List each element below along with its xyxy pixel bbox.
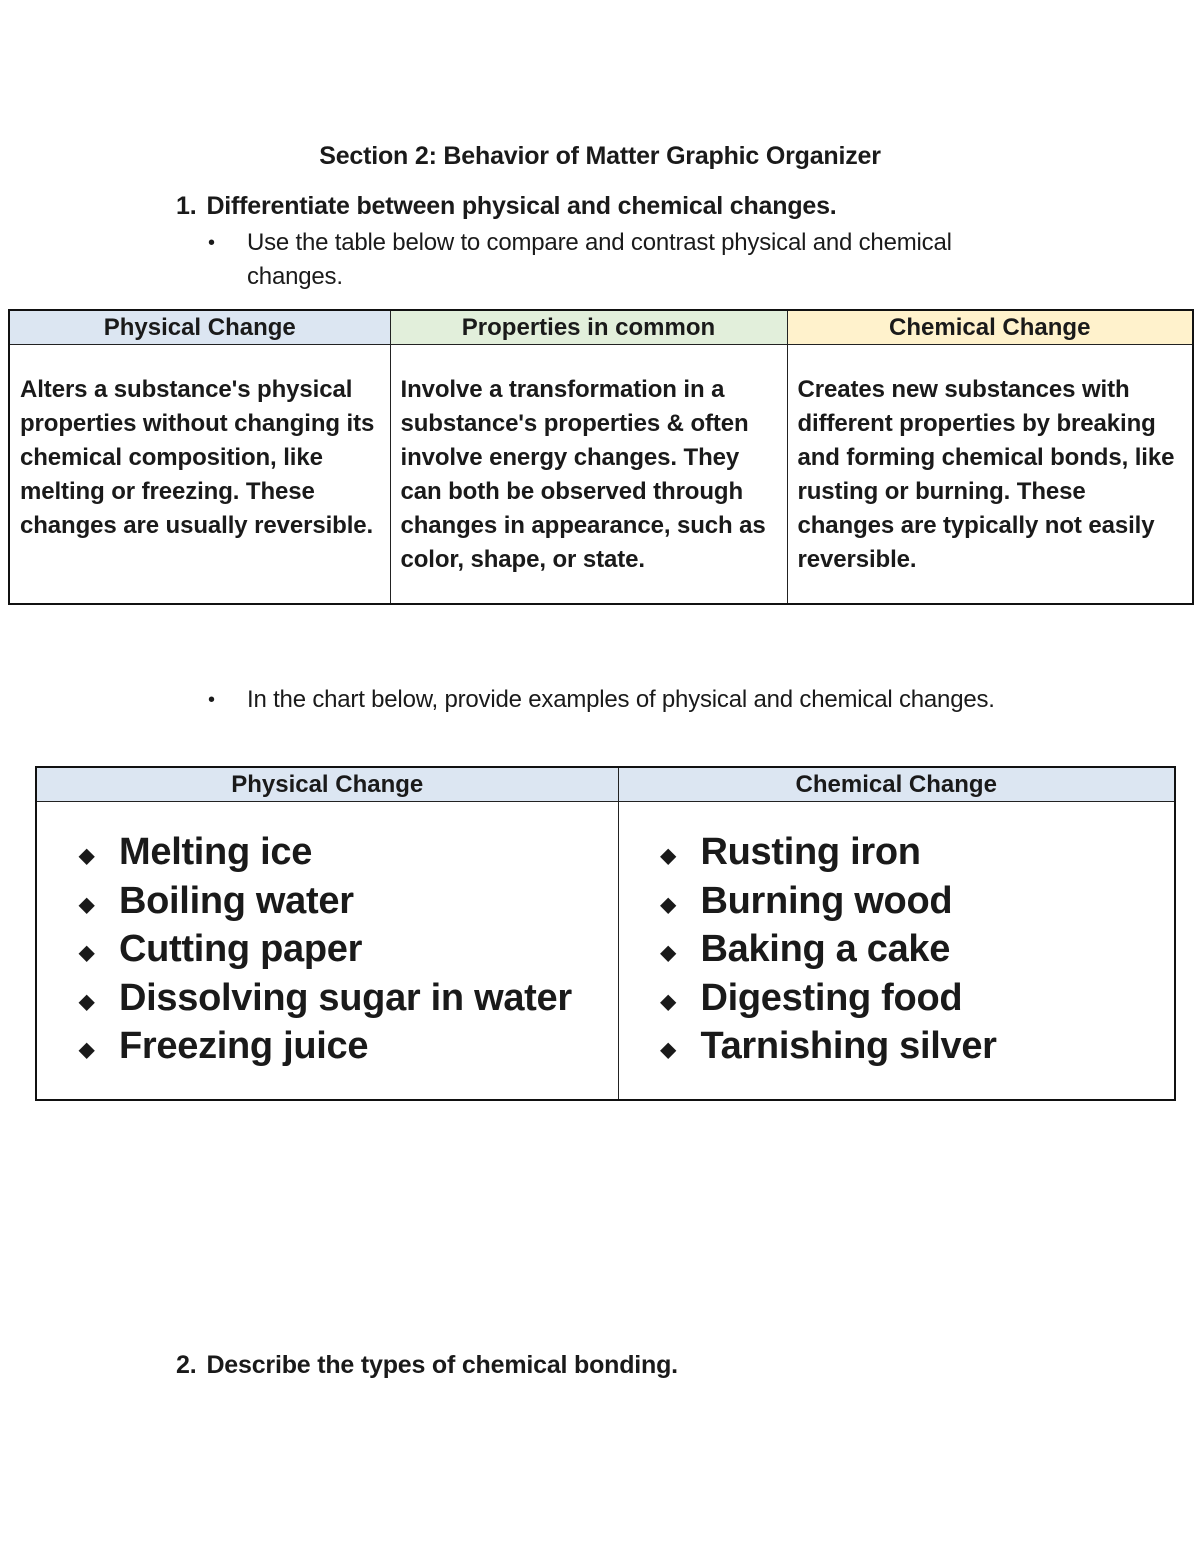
bullet-dot-icon: • — [208, 232, 215, 254]
instruction-examples: • In the chart below, provide examples o… — [208, 683, 1028, 717]
list-item: ◆ Freezing juice — [79, 1022, 618, 1071]
list-item: ◆ Burning wood — [661, 877, 1175, 926]
diamond-bullet-icon: ◆ — [79, 990, 95, 1013]
bullet-dot-icon: • — [208, 689, 215, 711]
diamond-bullet-icon: ◆ — [660, 942, 676, 964]
question-2-number: 2. — [176, 1351, 197, 1379]
instruction-examples-text: In the chart below, provide examples of … — [247, 686, 995, 713]
list-item: ◆ Rusting iron — [661, 828, 1175, 877]
cell-physical-examples[interactable]: ◆ Melting ice ◆ Boiling water ◆ Cutting pap… — [35, 801, 619, 1100]
compare-table-header-row: Physical Change Properties in common Che… — [8, 309, 1194, 345]
diamond-bullet-icon: ◆ — [79, 1039, 95, 1061]
examples-table: Physical Change Chemical Change ◆ Melting… — [35, 766, 1176, 1101]
question-1-number: 1. — [176, 192, 197, 220]
question-2-text: Describe the types of chemical bonding. — [206, 1351, 678, 1379]
example-text: Freezing juice — [119, 1025, 369, 1067]
example-text: Tarnishing silver — [700, 1025, 997, 1067]
header-properties-in-common: Properties in common — [389, 309, 788, 345]
list-item: ◆ Cutting paper — [79, 925, 618, 974]
examples-table-row: ◆ Melting ice ◆ Boiling water ◆ Cutting pap… — [35, 801, 1176, 1100]
list-item: ◆ Melting ice — [79, 828, 618, 877]
example-text: Boiling water — [119, 879, 354, 922]
list-item: ◆ Baking a cake — [661, 925, 1175, 974]
instruction-compare: • Use the table below to compare and con… — [208, 226, 968, 294]
cell-physical-change[interactable]: Alters a substance's physical properties… — [8, 344, 391, 605]
diamond-bullet-icon: ◆ — [660, 1039, 676, 1061]
instruction-compare-text: Use the table below to compare and contr… — [247, 229, 952, 290]
question-2-heading: 2. Describe the types of chemical bondin… — [176, 1351, 678, 1380]
diamond-bullet-icon: ◆ — [660, 893, 676, 916]
header-chemical-examples: Chemical Change — [617, 766, 1176, 802]
question-1-text: Differentiate between physical and chemi… — [206, 192, 837, 220]
list-item: ◆ Tarnishing silver — [661, 1022, 1175, 1071]
example-text: Dissolving sugar in water — [119, 976, 572, 1019]
list-item: ◆ Boiling water — [79, 877, 618, 926]
compare-contrast-table: Physical Change Properties in common Che… — [8, 309, 1194, 605]
example-text: Cutting paper — [119, 928, 363, 970]
cell-chemical-examples[interactable]: ◆ Rusting iron ◆ Burning wood ◆ Baking a ca… — [617, 801, 1176, 1100]
example-text: Baking a cake — [700, 928, 951, 970]
example-text: Digesting food — [700, 976, 963, 1019]
page-title: Section 2: Behavior of Matter Graphic Or… — [319, 142, 881, 170]
chemical-examples-list: ◆ Rusting iron ◆ Burning wood ◆ Baking a ca… — [661, 828, 1175, 1071]
example-text: Burning wood — [700, 879, 953, 922]
question-1-heading: 1. Differentiate between physical and ch… — [176, 192, 837, 221]
diamond-bullet-icon: ◆ — [79, 893, 95, 916]
cell-chemical-change[interactable]: Creates new substances with different pr… — [786, 344, 1194, 605]
diamond-bullet-icon: ◆ — [660, 990, 676, 1013]
diamond-bullet-icon: ◆ — [660, 845, 676, 867]
cell-properties-in-common[interactable]: Involve a transformation in a substance'… — [389, 344, 788, 605]
compare-table-row: Alters a substance's physical properties… — [8, 344, 1194, 605]
diamond-bullet-icon: ◆ — [79, 942, 95, 964]
diamond-bullet-icon: ◆ — [79, 845, 95, 867]
list-item: ◆ Dissolving sugar in water — [79, 974, 618, 1023]
physical-examples-list: ◆ Melting ice ◆ Boiling water ◆ Cutting pap… — [79, 828, 618, 1071]
header-physical-change: Physical Change — [8, 309, 391, 345]
example-text: Rusting iron — [700, 831, 921, 873]
examples-table-header-row: Physical Change Chemical Change — [35, 766, 1176, 802]
list-item: ◆ Digesting food — [661, 974, 1175, 1023]
header-chemical-change: Chemical Change — [786, 309, 1194, 345]
example-text: Melting ice — [119, 831, 313, 873]
header-physical-examples: Physical Change — [35, 766, 619, 802]
